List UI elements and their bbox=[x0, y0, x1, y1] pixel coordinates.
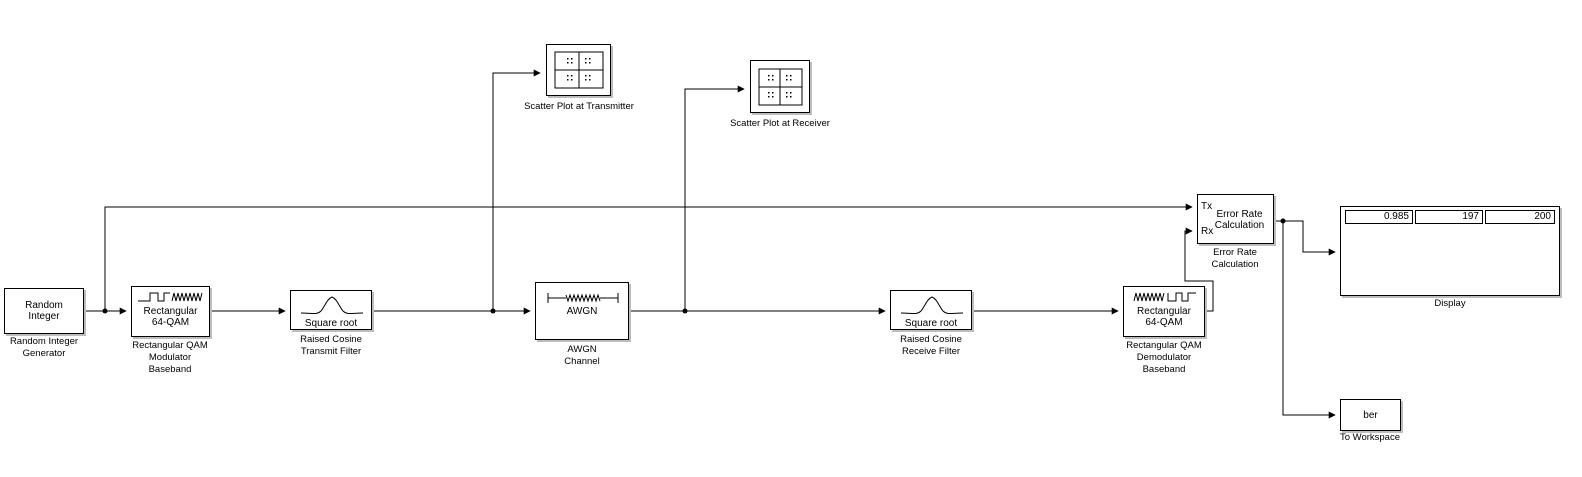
block-label: Raised Cosine Receive Filter bbox=[900, 334, 962, 357]
block-text: Rectangular bbox=[1137, 306, 1191, 317]
to-workspace-block[interactable]: ber bbox=[1340, 399, 1401, 431]
branch-point bbox=[102, 308, 108, 314]
port-label-rx: Rx bbox=[1201, 226, 1214, 237]
raised-cosine-pulse-icon bbox=[300, 296, 364, 314]
qam-modulator-block[interactable]: Rectangular 64-QAM bbox=[131, 286, 210, 337]
block-text: Calculation bbox=[1214, 220, 1265, 231]
block-label: Random Integer Generator bbox=[9, 336, 79, 359]
raised-cosine-receive-filter-block[interactable]: Square root bbox=[890, 290, 972, 330]
waveform-icon bbox=[1133, 292, 1196, 302]
display-value-cell: 0.985 bbox=[1345, 210, 1413, 224]
block-label: Raised Cosine Transmit Filter bbox=[300, 334, 362, 357]
signal-line bbox=[1184, 227, 1214, 312]
block-text: 64-QAM bbox=[1145, 317, 1183, 328]
block-label: Display bbox=[1434, 298, 1466, 309]
port-label-tx: Tx bbox=[1201, 201, 1213, 212]
constellation-icon bbox=[554, 51, 604, 89]
qam-demodulator-block[interactable]: Rectangular 64-QAM bbox=[1123, 286, 1205, 337]
raised-cosine-pulse-icon bbox=[900, 296, 964, 314]
signal-line bbox=[104, 203, 1193, 311]
block-label: AWGN Channel bbox=[564, 344, 600, 367]
block-label: Rectangular QAM Modulator Baseband bbox=[132, 340, 208, 375]
signal-line bbox=[1282, 221, 1336, 419]
block-text: Rectangular bbox=[143, 306, 198, 317]
display-value-cell: 197 bbox=[1415, 210, 1483, 224]
branch-point bbox=[490, 308, 496, 314]
signal-line bbox=[492, 69, 541, 311]
block-text: AWGN bbox=[566, 306, 598, 317]
scatter-plot-transmitter-block[interactable] bbox=[546, 44, 611, 96]
signal-line bbox=[684, 85, 745, 311]
block-text: ber bbox=[1363, 410, 1378, 421]
display-block[interactable]: 0.985 197 200 bbox=[1340, 206, 1560, 296]
awgn-channel-block[interactable]: AWGN bbox=[535, 282, 629, 340]
block-label: Scatter Plot at Transmitter bbox=[524, 101, 634, 112]
block-label: Scatter Plot at Receiver bbox=[730, 118, 830, 129]
block-label: Rectangular QAM Demodulator Baseband bbox=[1126, 340, 1202, 375]
block-text: 64-QAM bbox=[151, 317, 190, 328]
block-label: Error Rate Calculation bbox=[1211, 247, 1259, 270]
error-rate-calculation-block[interactable]: Tx Rx Error Rate Calculation bbox=[1197, 194, 1274, 244]
constellation-icon bbox=[758, 68, 803, 106]
block-text: Square root bbox=[904, 318, 958, 329]
display-value-cell: 200 bbox=[1485, 210, 1555, 224]
branch-point bbox=[1280, 218, 1286, 224]
scatter-plot-receiver-block[interactable] bbox=[750, 60, 810, 113]
block-text: Random bbox=[25, 300, 63, 311]
block-text: Integer bbox=[28, 311, 60, 322]
branch-point bbox=[682, 308, 688, 314]
block-text: Square root bbox=[304, 318, 358, 329]
block-label: To Workspace bbox=[1339, 432, 1400, 443]
waveform-icon bbox=[138, 292, 203, 302]
raised-cosine-transmit-filter-block[interactable]: Square root bbox=[290, 290, 372, 330]
random-integer-generator-block[interactable]: Random Integer bbox=[4, 288, 84, 334]
block-text: Error Rate bbox=[1216, 209, 1263, 220]
noise-channel-icon bbox=[547, 293, 619, 303]
signal-line bbox=[1274, 220, 1336, 256]
